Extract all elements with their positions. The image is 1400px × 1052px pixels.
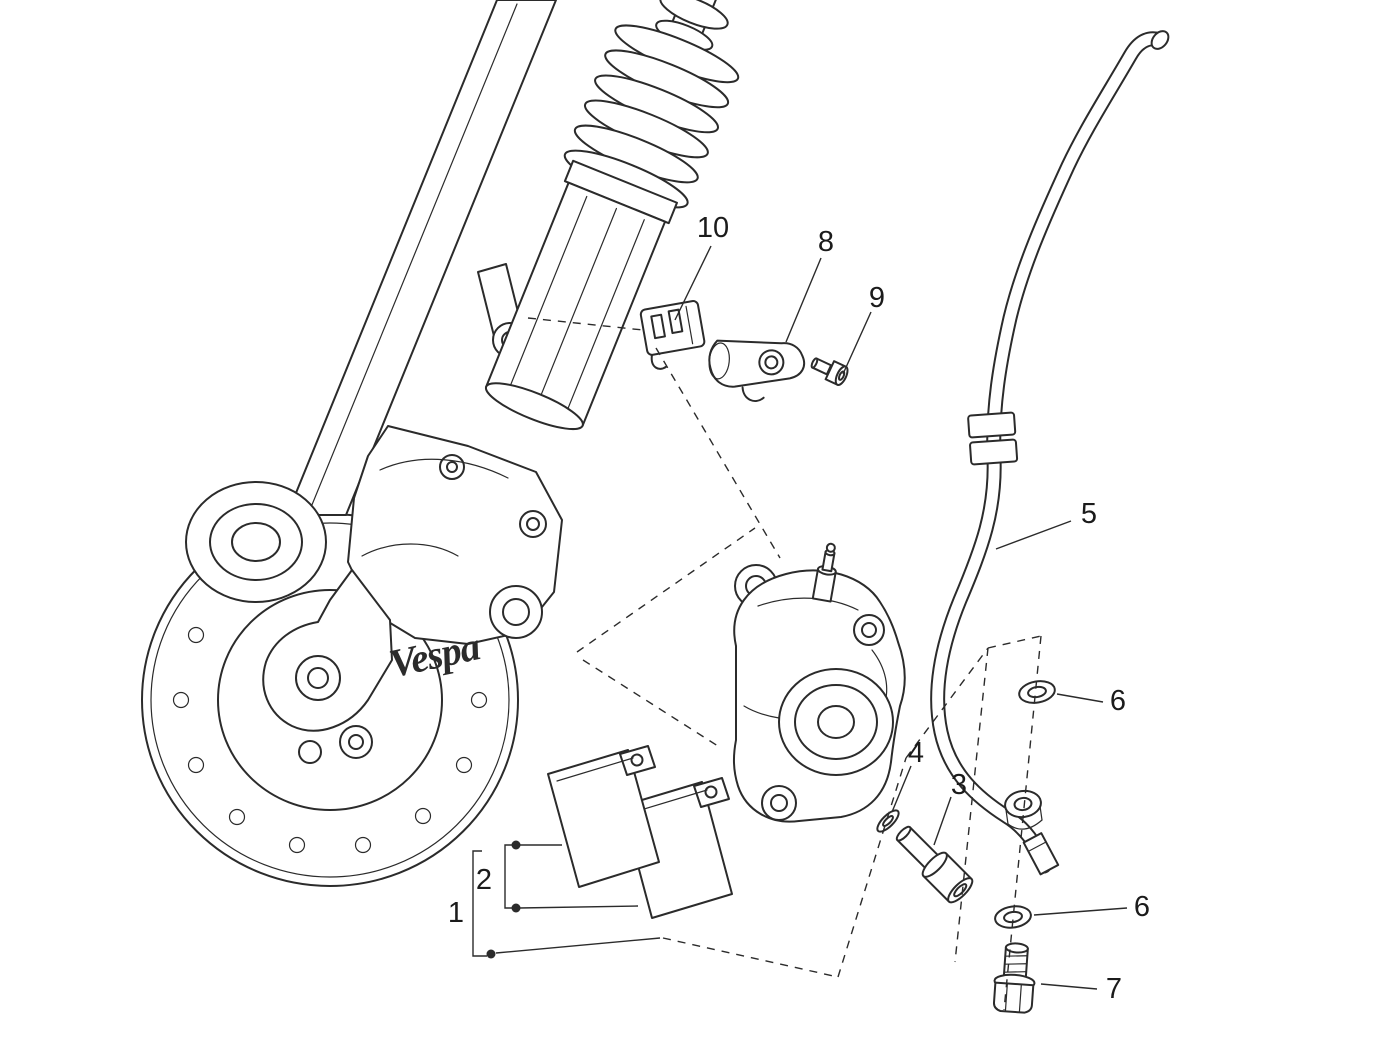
suspension-spring-shock	[484, 0, 740, 431]
callout-6-upper: 6	[1110, 685, 1126, 717]
brake-hose	[930, 30, 1170, 876]
pad-kit-brackets	[472, 840, 661, 959]
fork-lower-casting	[185, 425, 563, 764]
bleed-valve	[811, 542, 837, 603]
callout-leader-lines	[674, 245, 1128, 990]
callout-8: 8	[818, 226, 834, 258]
hose-crimp-collar	[1022, 832, 1060, 876]
callout-6-lower: 6	[1134, 891, 1150, 923]
bracket-screw	[810, 357, 849, 386]
retaining-clip	[639, 300, 706, 370]
callout-4: 4	[908, 737, 924, 769]
hose-bracket	[708, 339, 806, 402]
callout-5: 5	[1081, 498, 1097, 530]
banjo-eye	[1004, 789, 1043, 830]
callout-2: 2	[476, 864, 492, 896]
brake-caliper	[732, 542, 906, 823]
callout-1: 1	[448, 897, 464, 929]
vespa-logo: Vespa	[385, 623, 484, 686]
banjo-bolt	[992, 942, 1036, 1014]
callout-3: 3	[951, 769, 967, 801]
caliper-bolt	[895, 825, 974, 904]
callout-9: 9	[869, 282, 885, 314]
hose-sleeve	[967, 411, 1019, 466]
flat-washer	[876, 809, 900, 833]
assembly-guide-lines	[527, 317, 1042, 1011]
callout-7: 7	[1106, 973, 1122, 1005]
callout-10: 10	[697, 212, 729, 244]
sealing-washer-lower	[994, 905, 1032, 929]
brake-pad-front	[547, 745, 660, 888]
callout-labels: 10 8 9 5 6 4 3 6 7 2 1	[448, 212, 1150, 1005]
